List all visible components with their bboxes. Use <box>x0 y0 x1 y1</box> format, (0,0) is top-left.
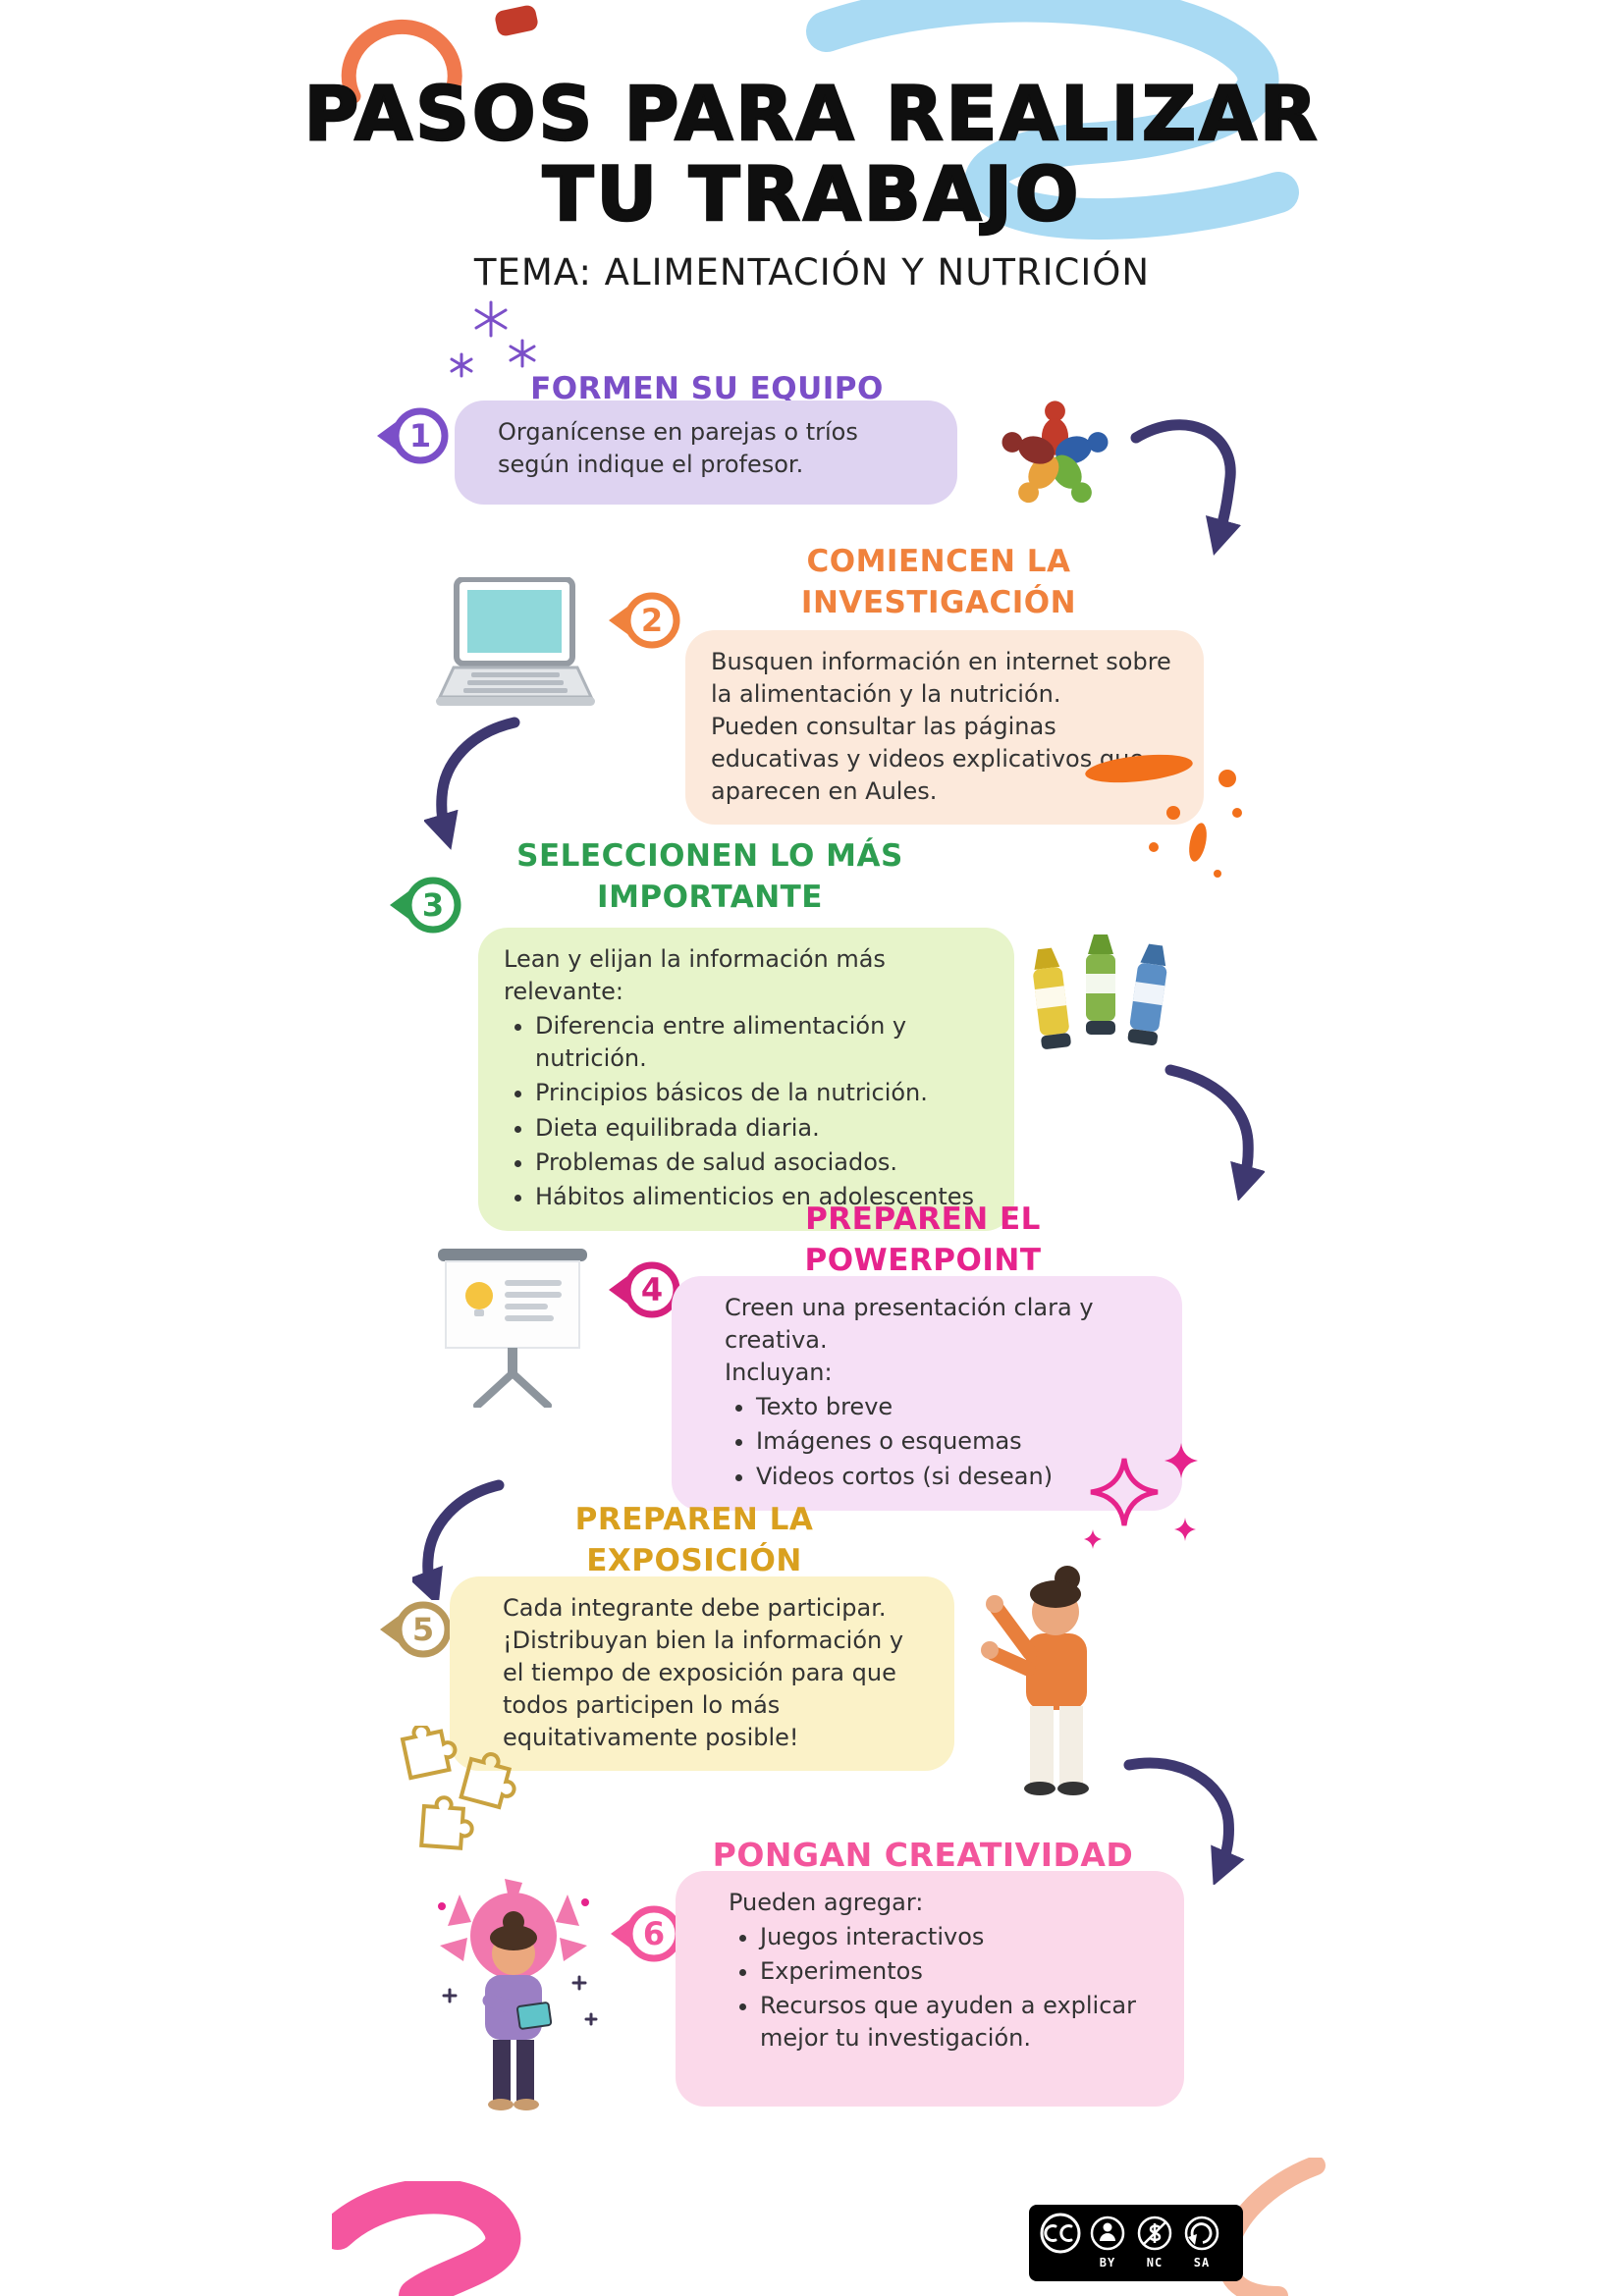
step2-body2: Pueden consultar las páginas educativas … <box>711 713 1145 806</box>
step5-title-line2: EXPOSICIÓN <box>586 1542 802 1578</box>
step3-title-line1: SELECCIONEN LO MÁS <box>516 838 903 874</box>
step1-box: Organícense en parejas o tríos según ind… <box>455 400 957 505</box>
step6-box: Pueden agregar: Juegos interactivos Expe… <box>676 1871 1184 2107</box>
step4-title-line1: PREPAREN EL <box>805 1201 1041 1237</box>
step6-bullet-list: Juegos interactivos Experimentos Recurso… <box>729 1921 1159 2055</box>
step3-number-badge: 3 <box>390 877 461 934</box>
step4-body1: Creen una presentación clara y creativa. <box>725 1294 1094 1355</box>
step5-box: Cada integrante debe participar. ¡Distri… <box>450 1576 954 1771</box>
cc-label-sa: SA <box>1193 2256 1211 2269</box>
page-subtitle: TEMA: ALIMENTACIÓN Y NUTRICIÓN <box>473 251 1151 294</box>
presentation-board-icon <box>438 1249 587 1408</box>
step5-title-line1: PREPAREN LA <box>574 1502 814 1537</box>
presenter-illustration <box>981 1566 1089 1795</box>
cc-label-nc: NC <box>1146 2256 1164 2269</box>
highlighters-icon <box>1033 934 1167 1049</box>
bullet-item: Problemas de salud asociados. <box>535 1147 989 1179</box>
step3-bullet-list: Diferencia entre alimentación y nutrició… <box>504 1010 989 1213</box>
step6-number-badge: 6 <box>611 1905 682 1962</box>
step3-box: Lean y elijan la información más relevan… <box>478 928 1014 1231</box>
step5-number: 5 <box>412 1611 434 1648</box>
step3-intro: Lean y elijan la información más relevan… <box>504 945 886 1006</box>
step2-title: COMIENCEN LA INVESTIGACIÓN <box>713 542 1164 624</box>
step5-body2: ¡Distribuyan bien la información y el ti… <box>503 1627 904 1752</box>
step4-number: 4 <box>641 1271 663 1308</box>
bullet-item: Diferencia entre alimentación y nutrició… <box>535 1010 989 1075</box>
step1-body: Organícense en parejas o tríos según ind… <box>498 418 858 479</box>
arrow-down-icon <box>412 1479 505 1600</box>
step1-number: 1 <box>409 417 431 454</box>
step5-body1: Cada integrante debe participar. <box>503 1594 887 1622</box>
purple-asterisks-decoration <box>450 300 536 378</box>
step4-title-line2: POWERPOINT <box>804 1242 1042 1278</box>
team-huddle-icon <box>1001 400 1109 504</box>
step2-number: 2 <box>641 602 663 639</box>
bullet-item: Hábitos alimenticios en adolescentes <box>535 1181 989 1213</box>
cc-label-by: BY <box>1099 2256 1116 2269</box>
step1-number-badge: 1 <box>377 407 449 464</box>
step2-number-badge: 2 <box>609 592 680 649</box>
cc-by-nc-sa-icons <box>1040 2213 1219 2254</box>
arrow-down-icon <box>1123 1757 1245 1885</box>
bullet-item: Dieta equilibrada diaria. <box>535 1112 989 1145</box>
bullet-item: Videos cortos (si desean) <box>756 1461 1157 1493</box>
orange-arc-decoration <box>341 19 462 104</box>
step3-title: SELECCIONEN LO MÁS IMPORTANTE <box>464 836 955 919</box>
step6-title: PONGAN CREATIVIDAD <box>712 1836 1134 1874</box>
step4-title: PREPAREN EL POWERPOINT <box>717 1200 1129 1282</box>
step4-bullet-list: Texto breve Imágenes o esquemas Videos c… <box>725 1391 1157 1492</box>
step4-body2: Incluyan: <box>725 1359 833 1387</box>
step6-intro: Pueden agregar: <box>729 1889 924 1916</box>
pink-sparkles-decoration <box>1084 1443 1198 1549</box>
bullet-item: Recursos que ayuden a explicar mejor tu … <box>760 1990 1159 2055</box>
bullet-item: Principios básicos de la nutrición. <box>535 1077 989 1109</box>
step3-number: 3 <box>422 886 444 924</box>
cc-license-badge: BY NC SA <box>1029 2205 1243 2281</box>
step2-body1: Busquen información en internet sobre la… <box>711 648 1171 709</box>
bullet-item: Experimentos <box>760 1955 1159 1988</box>
page-title-line2: TU TRABAJO <box>541 150 1082 238</box>
orange-splash-decoration <box>1085 754 1242 878</box>
puzzle-pieces-decoration <box>400 1726 516 1850</box>
blue-squiggle-decoration <box>806 0 1299 240</box>
pink-curve-decoration <box>332 2181 521 2296</box>
bullet-item: Juegos interactivos <box>760 1921 1159 1953</box>
arrow-down-icon <box>1164 1064 1265 1201</box>
bullet-item: Imágenes o esquemas <box>756 1425 1157 1458</box>
arrow-down-icon <box>424 717 520 850</box>
step3-title-line2: IMPORTANTE <box>597 879 823 915</box>
step2-title-line1: COMIENCEN LA <box>806 544 1071 579</box>
step6-number: 6 <box>643 1915 665 1952</box>
step2-box: Busquen información en internet sobre la… <box>685 630 1204 825</box>
step5-title: PREPAREN LA EXPOSICIÓN <box>488 1500 900 1582</box>
bullet-item: Texto breve <box>756 1391 1157 1423</box>
step4-number-badge: 4 <box>609 1261 680 1318</box>
arrow-down-icon <box>1130 419 1242 557</box>
page-title-line1: PASOS PARA REALIZAR <box>302 70 1321 157</box>
cc-license-labels: BY NC SA <box>1035 2256 1237 2269</box>
laptop-icon <box>436 577 595 706</box>
red-pill-decoration <box>493 3 540 38</box>
step2-title-line2: INVESTIGACIÓN <box>800 584 1077 620</box>
step4-box: Creen una presentación clara y creativa.… <box>672 1276 1182 1511</box>
step5-number-badge: 5 <box>380 1601 452 1658</box>
creative-mind-illustration <box>438 1879 598 2110</box>
